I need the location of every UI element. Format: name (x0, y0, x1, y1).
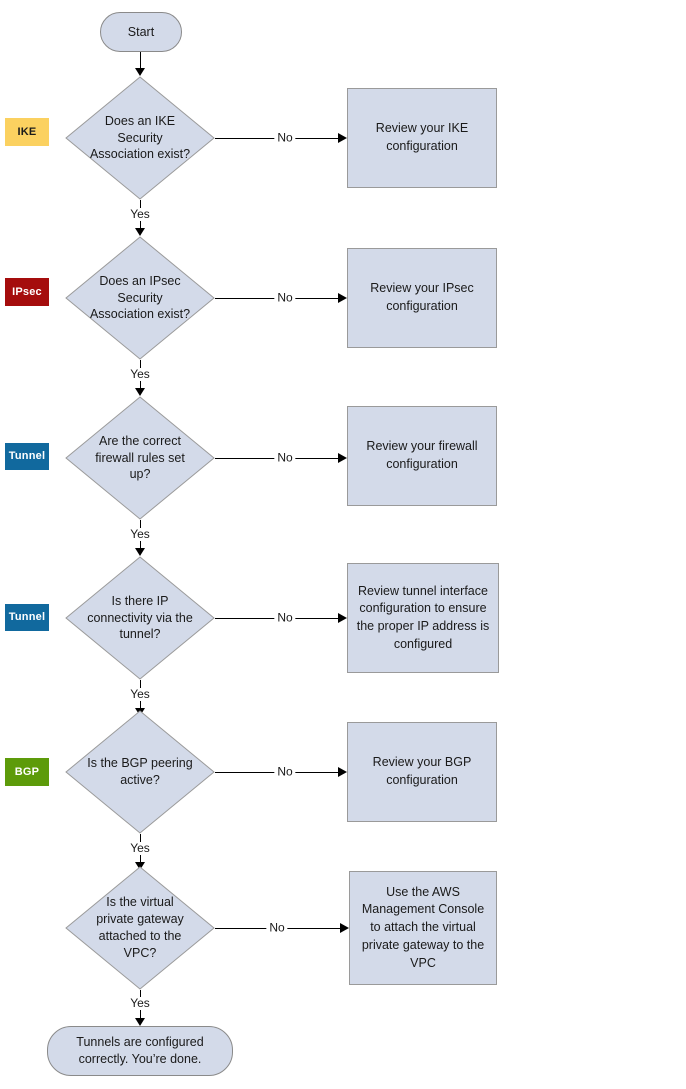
action-ipsec[interactable]: Review your IPsec configuration (347, 248, 497, 348)
edge-label-ike-no: No (274, 131, 296, 145)
decision-vgw[interactable]: Is the virtual private gateway attached … (65, 866, 215, 990)
edge-label-bgp-yes: Yes (127, 841, 153, 856)
connector-start-to-ike (140, 52, 141, 68)
action-ike-label: Review your IKE configuration (375, 121, 469, 153)
tag-ike-label: IKE (17, 125, 37, 138)
decision-ipsec[interactable]: Does an IPsec Security Association exist… (65, 236, 215, 360)
arrowhead-vgw-no (340, 923, 349, 933)
arrowhead-ipsec-no (338, 293, 347, 303)
diamond-shape-bgp (65, 710, 215, 834)
tag-bgp-label: BGP (14, 765, 40, 778)
edge-label-bgp-no: No (274, 765, 296, 779)
decision-firewall[interactable]: Are the correct firewall rules set up? (65, 396, 215, 520)
edge-label-ike-yes: Yes (127, 207, 153, 222)
arrowhead-bgp-no (338, 767, 347, 777)
diamond-shape-firewall (65, 396, 215, 520)
action-vgw[interactable]: Use the AWS Management Console to attach… (349, 871, 497, 985)
arrowhead-bgp-yes (135, 862, 145, 870)
edge-label-vgw-no: No (266, 921, 288, 935)
arrowhead-start-to-ike (135, 68, 145, 76)
arrowhead-vgw-yes (135, 1018, 145, 1026)
arrowhead-ike-no (338, 133, 347, 143)
tag-ipsec: IPsec (5, 278, 49, 306)
edge-label-connectivity-yes: Yes (127, 687, 153, 702)
node-start-label: Start (127, 24, 155, 39)
tag-tunnel-connectivity: Tunnel (5, 604, 49, 631)
tag-bgp: BGP (5, 758, 49, 786)
edge-label-vgw-yes: Yes (127, 996, 153, 1011)
edge-label-ipsec-no: No (274, 291, 296, 305)
edge-label-connectivity-no: No (274, 611, 296, 625)
arrowhead-firewall-yes (135, 548, 145, 556)
edge-label-firewall-no: No (274, 451, 296, 465)
action-bgp[interactable]: Review your BGP configuration (347, 722, 497, 822)
diamond-shape-vgw (65, 866, 215, 990)
decision-bgp[interactable]: Is the BGP peering active? (65, 710, 215, 834)
decision-connectivity[interactable]: Is there IP connectivity via the tunnel? (65, 556, 215, 680)
action-firewall[interactable]: Review your firewall configuration (347, 406, 497, 506)
action-bgp-label: Review your BGP configuration (372, 755, 472, 787)
arrowhead-connectivity-no (338, 613, 347, 623)
arrowhead-firewall-no (338, 453, 347, 463)
diamond-shape-connectivity (65, 556, 215, 680)
diamond-shape-ike (65, 76, 215, 200)
action-firewall-label: Review your firewall configuration (366, 439, 478, 471)
action-connectivity-label: Review tunnel interface configuration to… (356, 583, 490, 651)
arrowhead-ipsec-yes (135, 388, 145, 396)
action-connectivity[interactable]: Review tunnel interface configuration to… (347, 563, 499, 673)
action-vgw-label: Use the AWS Management Console to attach… (361, 884, 485, 970)
tag-tunnel-connectivity-label: Tunnel (8, 611, 46, 623)
tag-tunnel-firewall-label: Tunnel (8, 450, 46, 462)
tag-tunnel-firewall: Tunnel (5, 443, 49, 470)
edge-label-ipsec-yes: Yes (127, 367, 153, 382)
tag-ipsec-label: IPsec (12, 285, 42, 298)
node-start[interactable]: Start (100, 12, 182, 52)
node-end-label: Tunnels are configured correctly. You’re… (76, 1035, 204, 1066)
arrowhead-ike-yes (135, 228, 145, 236)
diamond-shape-ipsec (65, 236, 215, 360)
node-end[interactable]: Tunnels are configured correctly. You’re… (47, 1026, 233, 1076)
decision-ike[interactable]: Does an IKE Security Association exist? (65, 76, 215, 200)
action-ipsec-label: Review your IPsec configuration (370, 281, 474, 313)
action-ike[interactable]: Review your IKE configuration (347, 88, 497, 188)
tag-ike: IKE (5, 118, 49, 146)
edge-label-firewall-yes: Yes (127, 527, 153, 542)
